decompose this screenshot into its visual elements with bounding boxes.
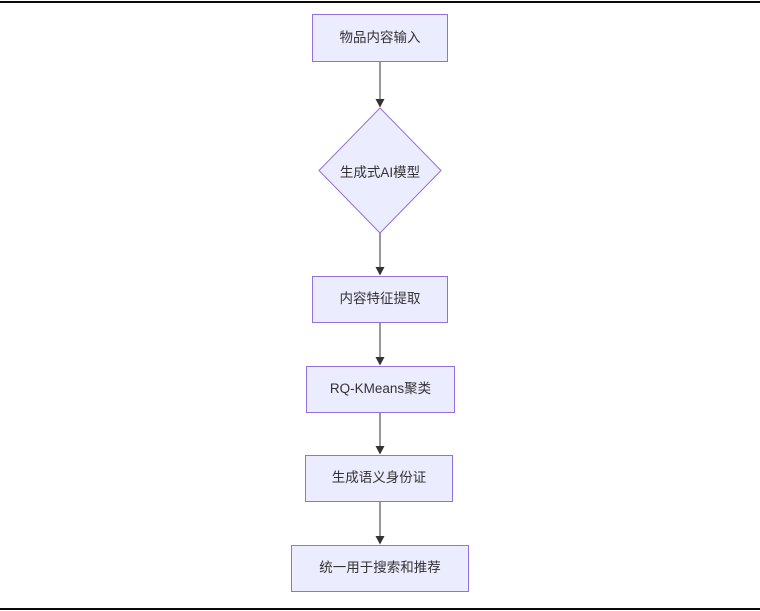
arrowhead-semanticid-unified: [375, 536, 385, 545]
arrowhead-genai-feature: [375, 267, 385, 276]
node-rq-kmeans-clustering-label: RQ-KMeans聚类: [329, 381, 432, 397]
node-content-feature-extraction-label: 内容特征提取: [339, 291, 421, 307]
node-item-content-input: 物品内容输入: [312, 14, 448, 62]
arrowhead-input-genai: [375, 99, 385, 108]
node-content-feature-extraction: 内容特征提取: [312, 276, 448, 323]
node-generate-semantic-id-label: 生成语义身份证: [331, 470, 427, 486]
node-unified-search-recommendation: 统一用于搜索和推荐: [291, 545, 469, 592]
arrowhead-feature-rqkmeans: [375, 357, 385, 366]
node-unified-search-recommendation-label: 统一用于搜索和推荐: [319, 560, 441, 576]
node-generative-ai-model: 生成式AI模型: [308, 155, 452, 187]
top-frame-line: [0, 1, 760, 3]
node-generative-ai-model-label: 生成式AI模型: [339, 165, 421, 180]
arrowhead-rqkmeans-semanticid: [375, 446, 385, 455]
node-item-content-input-label: 物品内容输入: [339, 29, 421, 45]
bottom-frame-line: [0, 608, 760, 610]
node-generate-semantic-id: 生成语义身份证: [305, 455, 453, 502]
node-rq-kmeans-clustering: RQ-KMeans聚类: [306, 366, 455, 413]
